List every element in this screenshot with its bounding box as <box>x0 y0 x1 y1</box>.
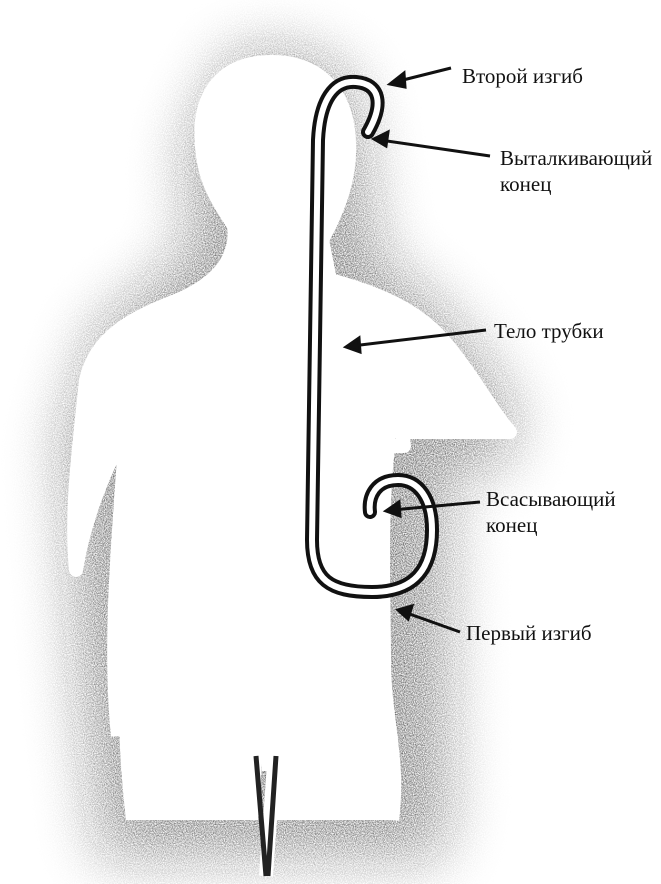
label-first-bend-text: Первый изгиб <box>466 621 592 645</box>
label-suction-end-line1: Всасывающий <box>486 486 616 512</box>
label-pushing-end-line1: Выталкивающий <box>500 145 652 171</box>
label-tube-body: Тело трубки <box>494 318 604 344</box>
label-second-bend-text: Второй изгиб <box>462 64 583 88</box>
label-suction-end: Всасывающий конец <box>486 486 616 538</box>
arrowhead-pushing-end <box>374 132 388 146</box>
arrowhead-second-bend <box>390 73 405 87</box>
label-pushing-end-line2: конец <box>500 171 652 197</box>
label-second-bend: Второй изгиб <box>462 63 583 89</box>
label-pushing-end: Выталкивающий конец <box>500 145 652 197</box>
label-tube-body-text: Тело трубки <box>494 319 604 343</box>
label-suction-end-line2: конец <box>486 512 616 538</box>
arrow-pushing-end <box>380 140 490 156</box>
label-first-bend: Первый изгиб <box>466 620 592 646</box>
